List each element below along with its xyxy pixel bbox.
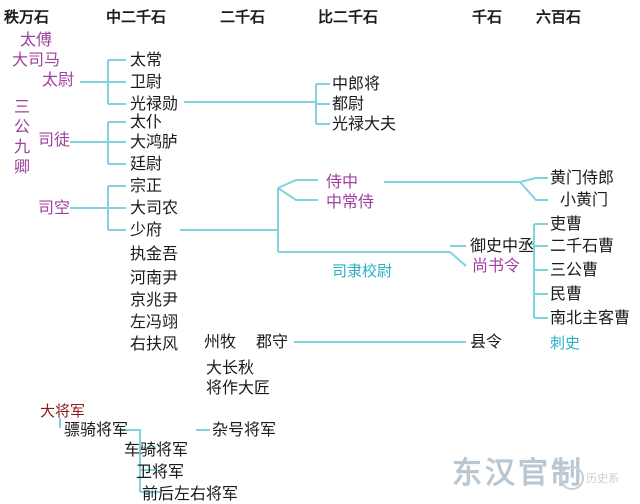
connector-yushi	[449, 223, 548, 319]
header-erqianshi: 二千石	[220, 8, 266, 26]
label-guanglu: 光禄勋	[130, 94, 179, 113]
label-situ: 司徒	[38, 130, 71, 149]
connector-sikong	[70, 185, 126, 231]
watermark-title: 东汉官制	[452, 456, 584, 491]
label-zhoumu: 州牧	[204, 332, 237, 351]
label-sangong-cao: 三公曹	[550, 260, 599, 279]
label-dahonglu: 大鸿胪	[130, 132, 179, 151]
label-shaofu: 少府	[130, 220, 163, 239]
watermark-source: 历史系	[586, 472, 619, 485]
label-dasinong: 大司农	[130, 198, 179, 217]
watermark-logo-icon	[560, 466, 584, 490]
label-nanbei-zhukecao: 南北主客曹	[550, 308, 631, 327]
label-shizhong: 侍中	[326, 172, 359, 191]
label-erqianshi-cao: 二千石曹	[550, 236, 615, 255]
label-shangshuling: 尚书令	[472, 256, 521, 275]
label-taiwei: 太尉	[42, 70, 75, 89]
label-mincao: 民曹	[550, 284, 583, 303]
connector-shaofu	[180, 179, 450, 253]
label-sili-xiaowei: 司隶校尉	[332, 262, 393, 280]
label-sikong: 司空	[38, 198, 71, 217]
label-youfufeng: 右扶风	[130, 334, 179, 353]
label-jingzhaoyin: 京兆尹	[130, 290, 179, 309]
label-cishi: 刺史	[550, 334, 581, 352]
label-dasima: 大司马	[12, 50, 61, 69]
connector-taiwei	[80, 59, 126, 105]
header-wanshi: 秩万石	[4, 8, 50, 26]
label-huangmenshilang: 黄门侍郎	[550, 168, 615, 187]
header-liubaishi: 六百石	[536, 8, 582, 26]
label-zhonglangjiang: 中郎将	[332, 74, 381, 93]
label-jiangzuo-dajiang: 将作大匠	[206, 378, 271, 397]
label-duwei: 都尉	[332, 94, 365, 113]
label-taichang: 太常	[130, 50, 163, 69]
label-wei-jiangjun: 卫将军	[136, 462, 185, 481]
label-xiaohuangmen: 小黄门	[560, 190, 609, 209]
label-sangong-jiuqing: 三公九卿	[11, 98, 30, 178]
label-zuopingyi: 左冯翊	[130, 312, 179, 331]
label-qianhou-zuoyou-jiangjun: 前后左右将军	[142, 484, 239, 503]
header-zhong-erqianshi: 中二千石	[106, 8, 167, 26]
label-zhijinwu: 执金吾	[130, 244, 179, 263]
label-zahao-jiangjun: 杂号将军	[212, 420, 277, 439]
connector-situ	[70, 121, 126, 165]
label-xianling: 县令	[470, 332, 503, 351]
label-libu: 吏曹	[550, 214, 583, 233]
connector-shizhong	[384, 177, 548, 201]
label-zhongchangshi: 中常侍	[326, 192, 375, 211]
label-taipu: 太仆	[130, 112, 163, 131]
connector-guanglu	[184, 83, 330, 125]
label-piaoqi-jiangjun: 骠骑将军	[64, 420, 129, 439]
label-taifu: 太傅	[20, 30, 53, 49]
label-junshou: 郡守	[256, 332, 289, 351]
label-henanyin: 河南尹	[130, 268, 179, 287]
header-bi-erqianshi: 比二千石	[318, 8, 379, 26]
label-yushizhongcheng: 御史中丞	[470, 236, 535, 255]
header-qianshi: 千石	[472, 8, 503, 26]
label-dachangqiu: 大长秋	[206, 358, 255, 377]
label-tingwei: 廷尉	[130, 154, 163, 173]
label-zongzheng: 宗正	[130, 176, 163, 195]
label-weiwei: 卫尉	[130, 72, 163, 91]
label-cheqi-jiangjun: 车骑将军	[124, 440, 189, 459]
label-dajiangjun: 大将军	[40, 402, 86, 420]
label-guangludafu: 光禄大夫	[332, 114, 397, 133]
connector-military	[59, 418, 210, 493]
